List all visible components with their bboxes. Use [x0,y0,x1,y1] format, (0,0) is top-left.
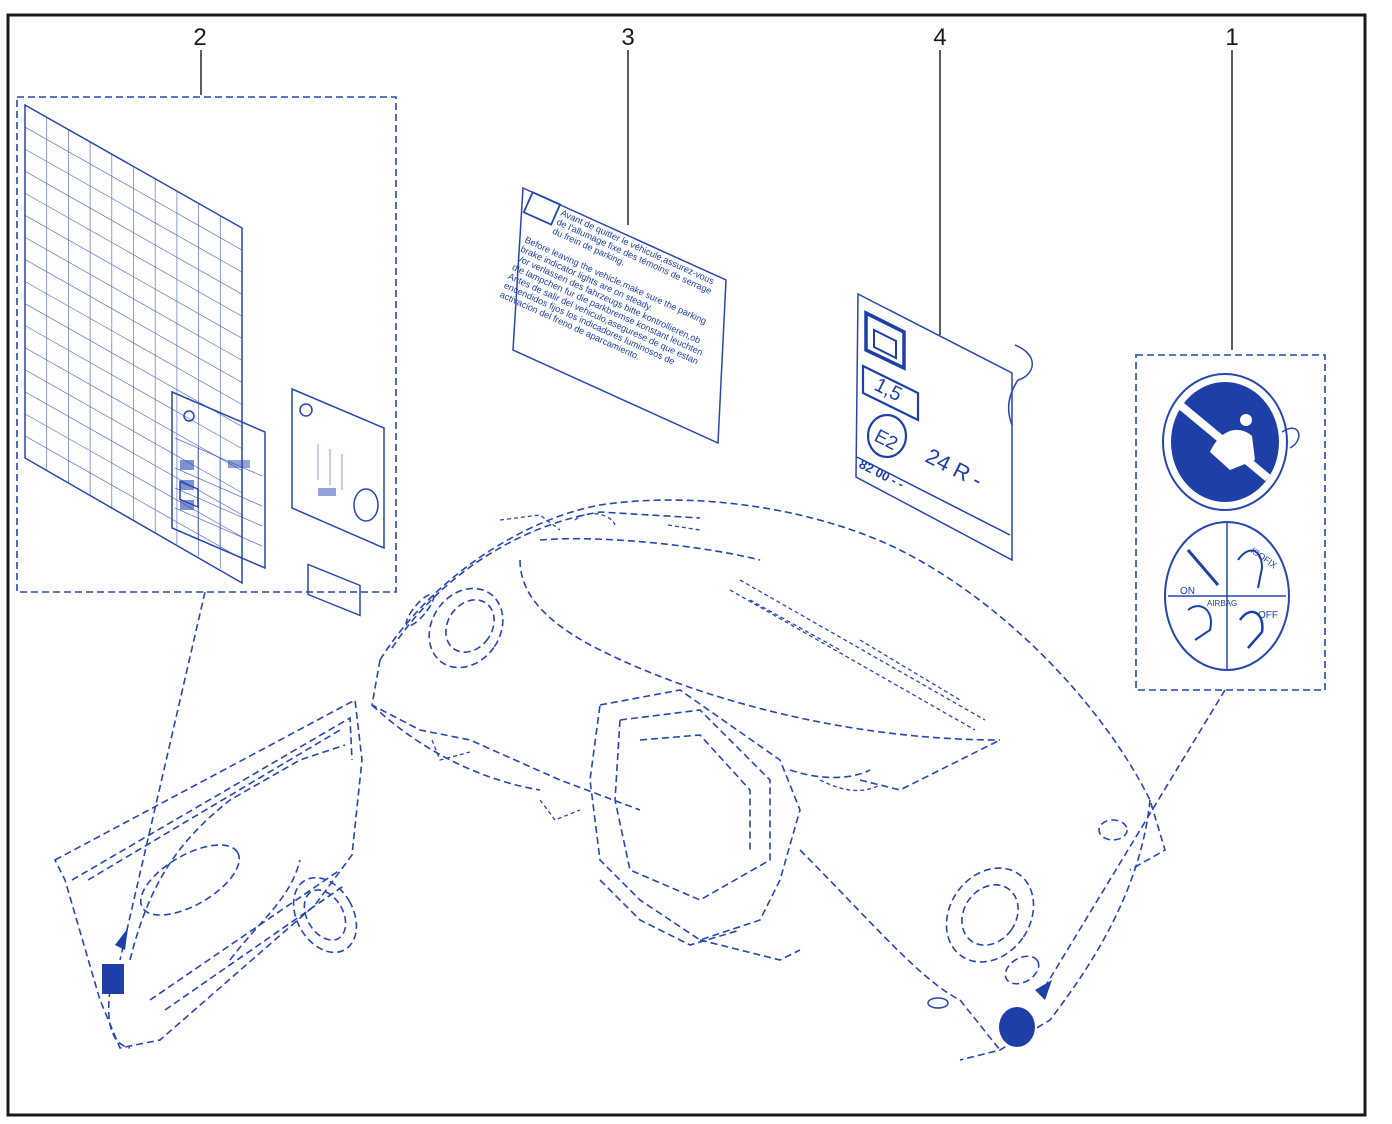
sheet-grid-row-line [24,126,243,251]
door-panel [53,698,363,1049]
sheet-grid-row-line [24,369,243,494]
label-sheet-small [171,390,266,570]
emark-circle [866,413,908,459]
pointer-lines [115,591,1226,1000]
parking-label-outline [512,186,727,445]
diagram-frame [6,13,1367,1117]
sheet-grid-row-line [24,347,243,471]
tyre-label-outline [855,292,1013,562]
tyre-pressure-value: 1,5 [871,374,906,406]
sheet-grid-row-line [24,391,243,516]
airbag-off-label: OFF [1258,610,1278,621]
parking-label-book-icon [522,191,562,226]
sheet-grid-row-line [24,192,243,317]
sheet-grid-row-line [24,325,243,449]
tyre-label-curl [1007,344,1033,426]
callout-2: 2 [193,24,207,95]
item-1-airbag-labels: ON OFF AIRBAG ISOFIX [1135,354,1326,691]
sheet-grid-row-line [24,281,243,405]
item-2-label-sheets [16,96,397,617]
label-sheet-grid [24,103,243,585]
tyre-part-number: 82 00 - - [857,456,907,491]
tyre-regulation: 24 R - [922,443,987,492]
tyre-pressure-box [861,364,920,422]
callout-3: 3 [621,24,635,225]
sheet-grid-row-line [24,259,243,383]
emark-text: E2 [871,426,901,455]
sheet-grid-row-line [24,413,243,538]
callout-4: 4 [933,24,947,335]
callout-1-number: 1 [1225,24,1238,51]
callout-3-number: 3 [621,24,634,51]
airbag-on-label: ON [1180,586,1195,597]
sheet-grid-row-line [24,237,243,361]
door-label-location-marker [102,964,124,994]
sheet-grid-row-line [24,215,243,339]
callout-4-number: 4 [933,24,946,51]
tyre-icon [864,310,906,371]
pointer-item-1 [1039,689,1226,996]
item-3-parking-brake-label: Avant de quitter le véhicule,assurez-vou… [498,186,727,445]
dashboard [371,499,1166,1061]
airbag-text-label: AIRBAG [1207,599,1237,608]
no-child-seat-sticker [1162,373,1300,511]
dashboard-label-location-marker [999,1007,1035,1047]
callout-1: 1 [1225,24,1239,350]
pointer-item-2 [119,591,206,961]
item-4-tyre-pressure-label: 1,5 E2 24 R - 82 00 - - [855,292,1033,562]
child-seat-icon [1210,429,1255,470]
airbag-on-off-sticker: ON OFF AIRBAG ISOFIX [1164,521,1290,671]
item-2-detail-box [16,96,397,593]
sheet-grid-row-line [24,435,243,560]
sheet-grid-row-line [24,148,243,273]
sheet-grid-row-line [24,170,243,295]
item-1-detail-box [1135,354,1326,691]
label-sheet-caution [291,387,385,617]
callout-2-number: 2 [193,24,206,51]
